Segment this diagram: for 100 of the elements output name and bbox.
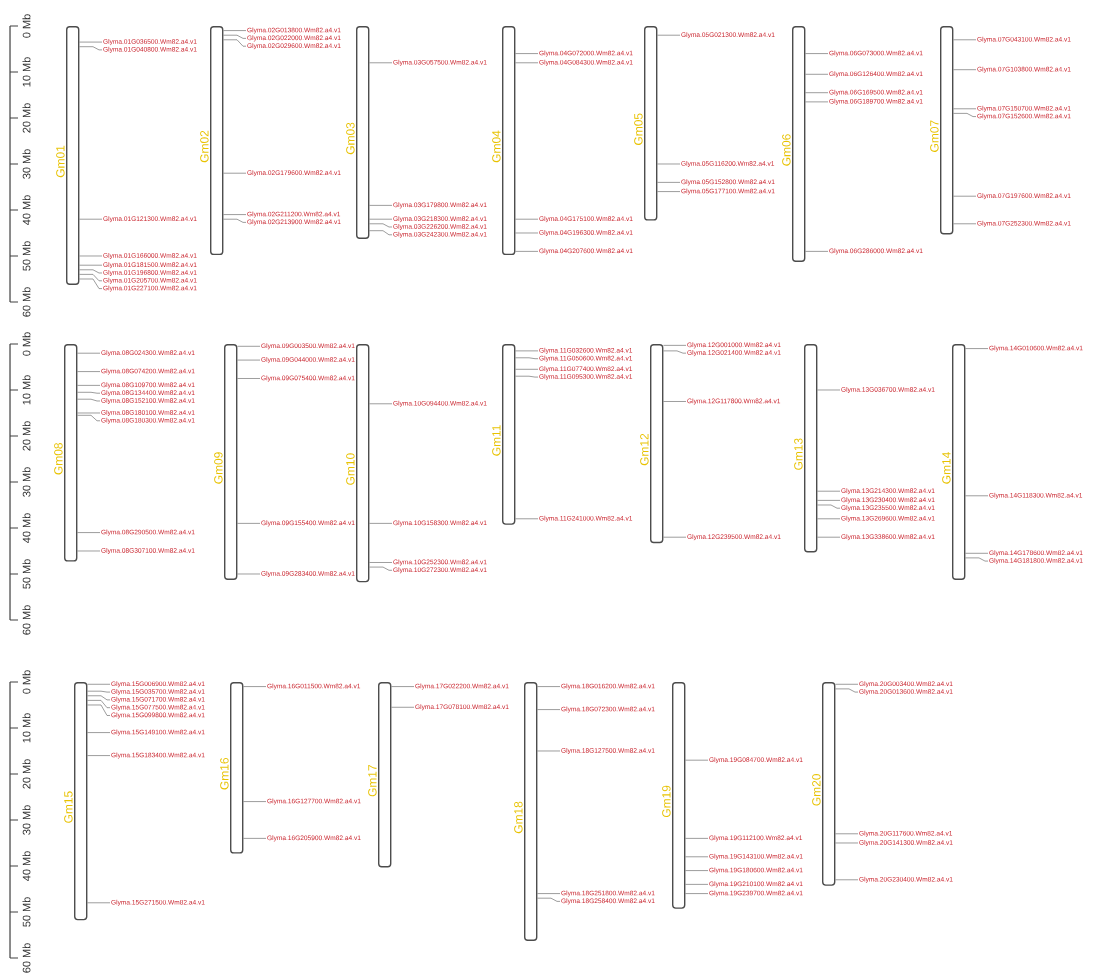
leader-line (77, 532, 101, 533)
leader-line (953, 113, 977, 117)
leader-line (79, 255, 103, 257)
leader-line (87, 704, 111, 716)
leader-line (663, 350, 687, 354)
leader-line (369, 230, 393, 236)
leader-line (537, 709, 561, 710)
leader-line (663, 345, 687, 346)
leader-line (79, 46, 103, 51)
leader-line (817, 389, 841, 391)
leader-line (369, 62, 393, 64)
leader-line (965, 557, 989, 562)
leader-line (805, 73, 829, 75)
leader-line (77, 352, 101, 354)
leader-line (79, 218, 103, 220)
leader-line (953, 223, 977, 225)
leader-line (87, 695, 111, 701)
leader-line (243, 686, 267, 687)
leader-line (965, 495, 989, 497)
leader-line (515, 357, 539, 360)
leader-line (685, 893, 709, 894)
leader-line (805, 92, 829, 94)
leader-line (663, 536, 687, 538)
leader-line (223, 39, 247, 47)
leader-line (223, 214, 247, 215)
leader-line (237, 359, 261, 361)
leader-line (835, 833, 859, 835)
leader-line (369, 566, 393, 571)
leader-line (369, 523, 393, 524)
leader-line (817, 536, 841, 538)
leader-line (79, 269, 103, 274)
leader-line (369, 223, 393, 228)
leader-line (805, 101, 829, 103)
leader-line (685, 870, 709, 871)
leader-line (685, 856, 709, 858)
leader-line (77, 391, 101, 394)
leader-line (77, 412, 101, 414)
leader-line (657, 163, 681, 165)
leader-line (223, 34, 247, 39)
leader-line (537, 750, 561, 752)
leader-line (87, 700, 111, 709)
leader-line (77, 385, 101, 386)
leader-line (87, 683, 111, 685)
leader-line (515, 232, 539, 234)
leader-line (537, 686, 561, 687)
leader-line (805, 251, 829, 252)
leader-line (237, 345, 261, 347)
leader-line (369, 218, 393, 220)
leader-line (953, 39, 977, 41)
leader-line (685, 838, 709, 839)
leader-line (237, 378, 261, 379)
leader-line (835, 842, 859, 844)
leader-line (87, 732, 111, 733)
leader-line (965, 348, 989, 349)
leader-line (87, 690, 111, 693)
leader-line (953, 195, 977, 197)
leader-line (817, 490, 841, 492)
leader-line (953, 69, 977, 71)
leader-line (515, 251, 539, 252)
leader-line (369, 403, 393, 405)
leader-line (515, 368, 539, 370)
leader-line (223, 172, 247, 174)
leader-line (391, 706, 415, 708)
leader-line (77, 371, 101, 372)
leader-line (515, 218, 539, 220)
leader-line (685, 884, 709, 885)
leader-line (817, 518, 841, 520)
leader-line (953, 108, 977, 110)
leader-line (965, 552, 989, 554)
leader-line (805, 53, 829, 54)
leader-line (87, 902, 111, 904)
leader-line (369, 205, 393, 206)
leader-line (515, 53, 539, 54)
leader-line (835, 879, 859, 881)
leader-line (77, 398, 101, 402)
leader-line (243, 801, 267, 802)
leader-line (657, 34, 681, 36)
leader-line (657, 182, 681, 183)
leader-line (537, 897, 561, 902)
leader-line (77, 414, 101, 422)
leader-line (817, 504, 841, 509)
leader-line (369, 562, 393, 563)
leader-line (835, 683, 859, 685)
leader-line (79, 278, 103, 289)
leader-line (515, 518, 539, 520)
leader-line (243, 838, 267, 839)
leader-line (537, 893, 561, 894)
leader-line (391, 686, 415, 687)
leader-line (817, 500, 841, 501)
leader-line (79, 274, 103, 282)
leader-line (515, 375, 539, 378)
leader-line (835, 688, 859, 693)
leader-line (223, 218, 247, 223)
leader-line (657, 191, 681, 192)
leader-line (663, 401, 687, 402)
leader-line (515, 62, 539, 64)
leader-line (79, 41, 103, 43)
leader-line (685, 759, 709, 761)
leader-line (79, 264, 103, 266)
leader-line (87, 755, 111, 756)
